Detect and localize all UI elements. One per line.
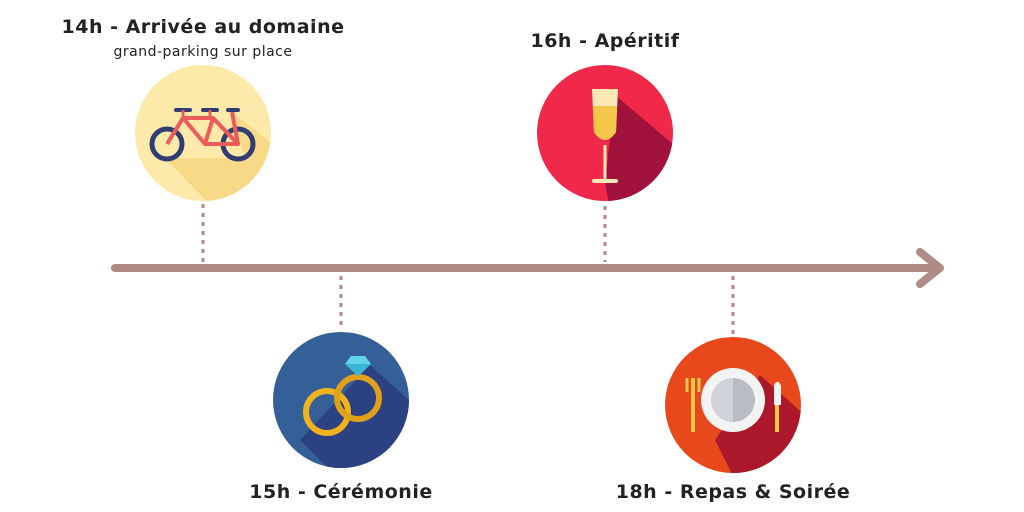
plate-cutlery-icon [665,337,801,473]
wedding-rings-icon [273,332,409,468]
event-subtitle: grand-parking sur place [113,44,293,60]
event-label-14h: 14h - Arrivée au domaine grand-parking s… [62,16,345,60]
event-time-label: 15h - Cérémonie [249,481,433,503]
event-time-label: 14h - Arrivée au domaine [61,16,345,38]
event-label-15h: 15h - Cérémonie [249,481,432,503]
timeline-arrowhead [916,248,944,288]
event-label-18h: 18h - Repas & Soirée [616,481,851,503]
champagne-glass-icon [537,65,673,201]
event-time-label: 16h - Apéritif [530,30,680,52]
event-label-16h: 16h - Apéritif [530,30,679,52]
event-time-label: 18h - Repas & Soirée [615,481,851,503]
tandem-bicycle-icon [135,65,271,201]
